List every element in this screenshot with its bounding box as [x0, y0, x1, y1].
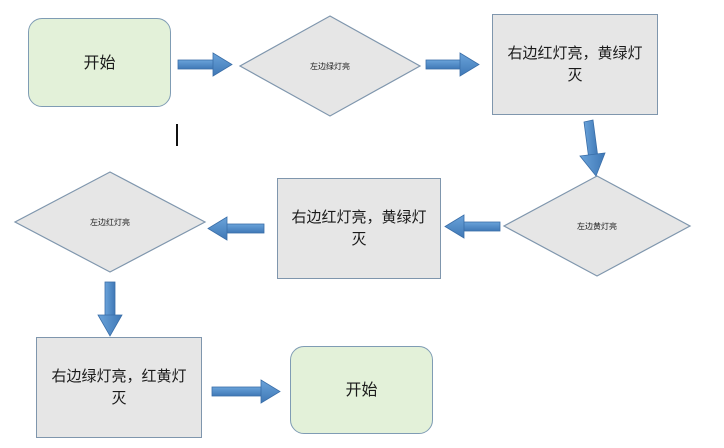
- arrow-decision-1-to-process-1: [425, 52, 480, 77]
- arrow-process-1-to-decision-2: [579, 119, 606, 177]
- decision-diamond-2: [502, 175, 692, 277]
- decision-diamond-3-label: 左边红灯亮: [90, 217, 130, 227]
- decision-diamond-1: [238, 15, 422, 117]
- decision-diamond-2-label: 左边黄灯亮: [577, 221, 617, 231]
- start-terminal-top-label: 开始: [83, 52, 116, 72]
- process-box-1: 右边红灯亮，黄绿灯灭: [492, 14, 658, 115]
- text-cursor-mark: [176, 124, 178, 146]
- end-terminal-bottom-label: 开始: [345, 380, 378, 400]
- arrow-start-to-decision-1: [177, 52, 233, 77]
- process-box-3: 右边绿灯亮，红黄灯灭: [36, 337, 202, 438]
- process-box-3-label: 右边绿灯亮，红黄灯灭: [51, 366, 187, 407]
- arrow-process-3-to-end: [211, 379, 281, 404]
- arrow-decision-3-to-process-3: [97, 281, 123, 337]
- process-box-2: 右边红灯亮，黄绿灯灭: [277, 178, 441, 279]
- start-terminal-top: 开始: [28, 18, 171, 107]
- end-terminal-bottom: 开始: [290, 346, 433, 434]
- process-box-1-label: 右边红灯亮，黄绿灯灭: [507, 43, 643, 84]
- decision-diamond-3: [13, 171, 207, 273]
- decision-diamond-1-label: 左边绿灯亮: [310, 61, 350, 71]
- arrow-process-2-to-decision-3: [207, 216, 265, 241]
- arrow-decision-2-to-process-2: [444, 214, 501, 239]
- process-box-2-label: 右边红灯亮，黄绿灯灭: [291, 207, 427, 248]
